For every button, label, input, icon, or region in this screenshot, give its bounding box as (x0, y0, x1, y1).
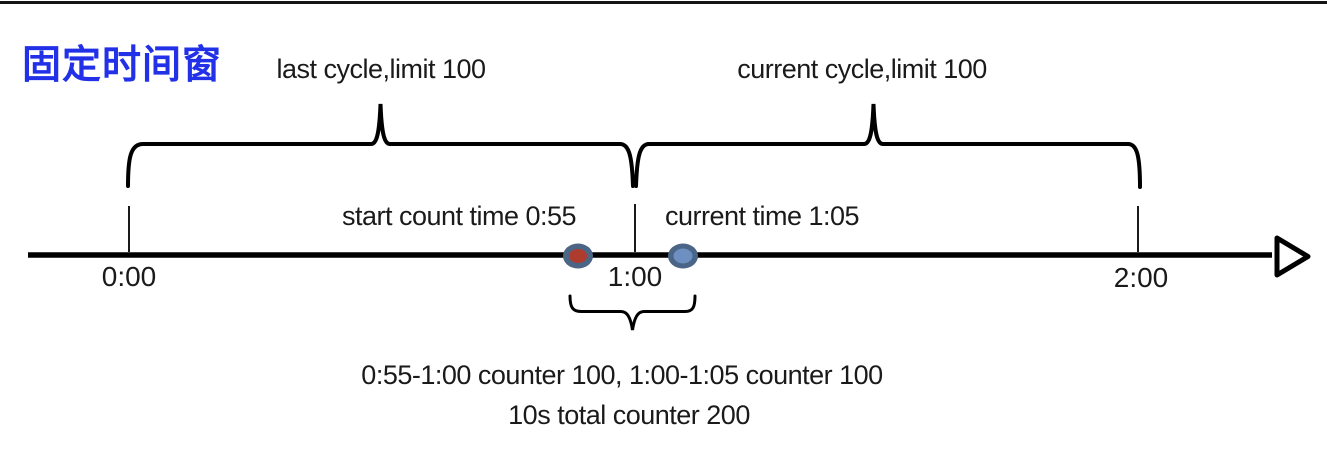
last-cycle-label: last cycle,limit 100 (276, 54, 486, 84)
current-time-dot (668, 243, 698, 269)
counter-summary-line2: 10s total counter 200 (508, 400, 750, 430)
start-count-label: start count time 0:55 (341, 201, 577, 231)
current-cycle-brace (634, 103, 1142, 189)
current-time-label: current time 1:05 (664, 201, 860, 231)
start-count-dot-core (569, 249, 587, 263)
page-title: 固定时间窗 (22, 44, 223, 87)
tick-label-0-00: 0:00 (101, 261, 157, 292)
tick-label-1-00: 1:00 (607, 261, 663, 292)
current-time-dot-core (673, 248, 693, 264)
current-cycle-label: current cycle,limit 100 (737, 54, 987, 84)
window-brace (568, 294, 697, 331)
timeline-arrow-icon (1274, 235, 1311, 278)
last-cycle-brace (126, 103, 635, 188)
counter-summary-line1: 0:55-1:00 counter 100, 1:00-1:05 counter… (361, 360, 883, 390)
tick-label-2-00: 2:00 (1113, 262, 1169, 293)
start-count-dot (563, 243, 593, 269)
